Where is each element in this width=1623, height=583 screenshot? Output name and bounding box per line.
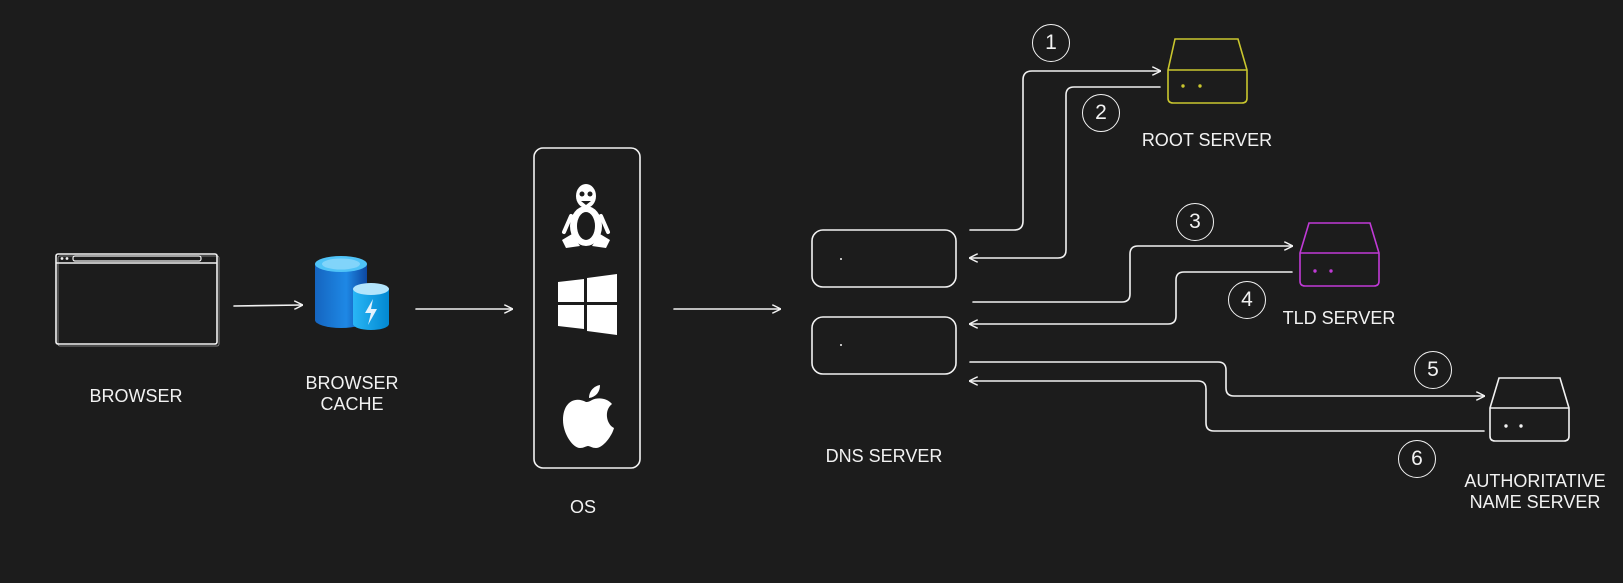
dns-server-box-1 [811, 229, 957, 288]
authoritative-server-label: AUTHORITATIVE NAME SERVER [1450, 471, 1620, 513]
apple-icon [563, 385, 614, 448]
linux-icon [562, 184, 610, 248]
windows-icon [558, 274, 617, 335]
step-3-badge: 3 [1176, 203, 1214, 241]
dns-server-box-2 [811, 316, 957, 375]
step-6-badge: 6 [1398, 440, 1436, 478]
authoritative-server-label-line-1: AUTHORITATIVE [1464, 471, 1606, 491]
browser-cache-icon [315, 256, 389, 330]
step-2-badge: 2 [1082, 94, 1120, 132]
os-label: OS [569, 497, 596, 517]
arrow-step-6 [970, 381, 1485, 432]
browser-cache-label: BROWSER CACHE [292, 373, 412, 415]
arrow-browser-to-cache [233, 305, 302, 306]
arrow-step-1 [969, 71, 1160, 231]
step-4-badge: 4 [1228, 281, 1266, 319]
authoritative-server-label-line-2: NAME SERVER [1469, 492, 1601, 512]
browser-label: BROWSER [89, 386, 183, 406]
os-panel [533, 147, 641, 469]
tld-server-icon [1299, 222, 1380, 287]
dns-server-label: DNS SERVER [825, 446, 943, 466]
browser-cache-label-line-1: BROWSER [305, 373, 399, 393]
step-5-badge: 5 [1414, 351, 1452, 389]
authoritative-server-icon [1489, 377, 1570, 442]
root-server-icon [1167, 38, 1248, 104]
tld-server-label: TLD SERVER [1282, 308, 1396, 328]
step-1-badge: 1 [1032, 24, 1070, 62]
arrow-step-5 [969, 361, 1484, 396]
dns-server-indicator [840, 344, 842, 346]
arrow-step-2 [970, 86, 1161, 258]
browser-cache-label-line-2: CACHE [320, 394, 384, 414]
arrow-step-3 [972, 246, 1292, 303]
dns-server-indicator [840, 258, 842, 260]
arrow-step-4 [970, 271, 1293, 324]
root-server-label: ROOT SERVER [1141, 130, 1273, 150]
browser-window-icon [55, 253, 220, 347]
